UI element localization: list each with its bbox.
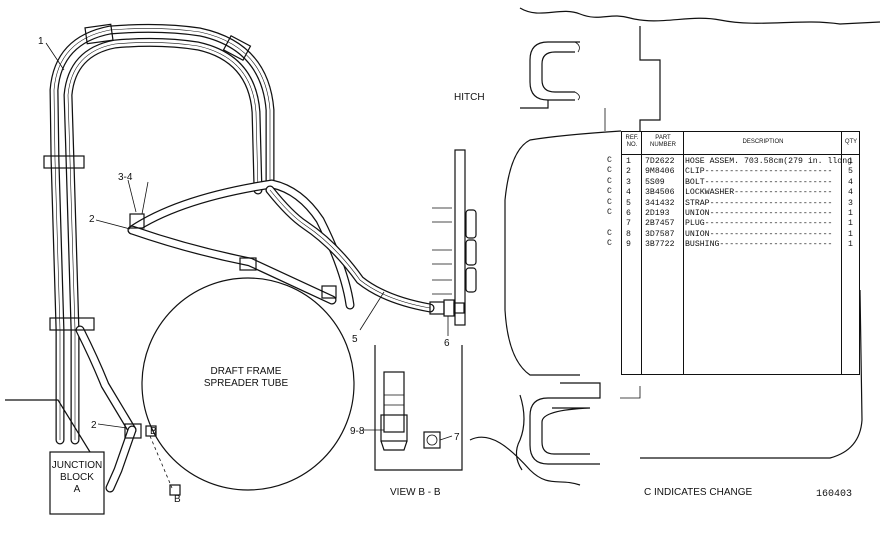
hose-clips: [43, 23, 337, 331]
qty-cell: 1: [848, 219, 853, 229]
junction-fitting: [105, 423, 181, 496]
change-mark: C: [607, 187, 612, 197]
callout-5: 5: [352, 334, 358, 345]
col-divider-part: [683, 132, 684, 374]
hose-assembly: [49, 23, 435, 445]
description-cell: STRAP-------------------------: [685, 198, 833, 208]
description-cell: UNION-------------------------: [685, 209, 833, 218]
description-cell: CLIP--------------------------: [685, 167, 833, 177]
qty-cell: 1: [848, 240, 853, 250]
ref-cell: 5: [626, 198, 631, 208]
table-row: 7 2B7457 PLUG-------------------------- 1: [622, 219, 859, 229]
callout-9-8: 9-8: [350, 426, 365, 437]
part-number-cell: 341432: [645, 198, 675, 208]
table-row: 1 7D2622 HOSE ASSEM. 703.58cm(279 in. llon…: [622, 157, 859, 167]
col-divider-desc: [841, 132, 842, 374]
change-mark: C: [607, 208, 612, 217]
junction-label-line3: A: [74, 484, 81, 495]
change-mark: C: [607, 239, 612, 249]
qty-cell: 1: [848, 209, 853, 218]
section-mark-lower: B: [174, 494, 181, 505]
part-number-cell: 7D2622: [645, 157, 675, 166]
part-number-cell: 2B7457: [645, 219, 675, 229]
ref-cell: 1: [626, 157, 631, 166]
view-b-b-detail: [374, 345, 463, 471]
callout-leaders: [45, 42, 453, 441]
table-header: REF. NO. PART NUMBER DESCRIPTION QTY: [622, 132, 859, 155]
mounting-bracket-plate: [432, 149, 477, 326]
junction-leader: [5, 399, 91, 453]
table-row: 5 341432 STRAP------------------------- 3: [622, 199, 859, 209]
part-number-cell: 3D7587: [645, 229, 675, 239]
hitch-label: HITCH: [454, 92, 485, 103]
ref-cell: 4: [626, 188, 631, 198]
union-fitting: [429, 299, 465, 317]
part-number-cell: 2D193: [645, 209, 670, 218]
ref-cell: 7: [626, 219, 631, 229]
change-mark: C: [607, 197, 612, 207]
spreader-label-line1: DRAFT FRAME: [211, 366, 282, 377]
change-mark: C: [607, 156, 612, 165]
change-mark: C: [607, 228, 612, 238]
qty-cell: 5: [848, 167, 853, 177]
ref-cell: 9: [626, 240, 631, 250]
description-cell: PLUG--------------------------: [685, 219, 833, 229]
description-cell: HOSE ASSEM. 703.58cm(279 in. llong: [685, 157, 853, 166]
table-row: 8 3D7587 UNION------------------------- 1: [622, 230, 859, 240]
change-mark: C: [607, 176, 612, 186]
junction-block: [49, 451, 105, 515]
part-number-cell: 3B7722: [645, 240, 675, 250]
qty-cell: 4: [848, 177, 853, 187]
change-mark: C: [607, 166, 612, 176]
callout-7: 7: [454, 432, 460, 443]
description-cell: BOLT--------------------------: [685, 177, 833, 187]
table-row: 4 3B4506 LOCKWASHER-------------------- 4: [622, 188, 859, 198]
description-cell: LOCKWASHER--------------------: [685, 188, 833, 198]
qty-cell: 3: [848, 198, 853, 208]
header-qty: QTY: [844, 139, 858, 145]
table-row: 6 2D193 UNION------------------------- 1: [622, 209, 859, 219]
callout-3-4: 3-4: [118, 172, 133, 183]
qty-cell: 1: [848, 157, 853, 166]
ref-cell: 2: [626, 167, 631, 177]
description-cell: BUSHING-----------------------: [685, 240, 833, 250]
callout-2-lower: 2: [91, 420, 97, 431]
ref-cell: 8: [626, 229, 631, 239]
qty-cell: 1: [848, 229, 853, 239]
part-number-cell: 9M8406: [645, 167, 675, 177]
header-part-number: PART NUMBER: [649, 135, 676, 148]
change-note: C INDICATES CHANGE: [644, 487, 752, 498]
part-number-cell: 5S09: [645, 177, 665, 187]
table-row: 3 5S09 BOLT-------------------------- 4: [622, 178, 859, 188]
callout-1: 1: [38, 36, 44, 47]
table-row: 2 9M8406 CLIP-------------------------- 5: [622, 167, 859, 177]
junction-label-line1: JUNCTION: [52, 460, 103, 471]
callout-2-upper: 2: [89, 214, 95, 225]
drawing-number: 160403: [816, 489, 852, 500]
table-row: 9 3B7722 BUSHING----------------------- 1: [622, 240, 859, 250]
header-ref: REF. NO.: [625, 135, 639, 148]
junction-label-line2: BLOCK: [60, 472, 94, 483]
section-mark-upper: B: [150, 426, 157, 437]
qty-cell: 4: [848, 188, 853, 198]
callout-6: 6: [444, 338, 450, 349]
spreader-tube: [141, 277, 355, 491]
header-description: DESCRIPTION: [742, 139, 784, 145]
view-label: VIEW B - B: [390, 487, 441, 498]
spreader-label-line2: SPREADER TUBE: [204, 378, 289, 389]
part-number-cell: 3B4506: [645, 188, 675, 198]
hitch-frame-outline: [469, 7, 881, 486]
col-divider-ref: [641, 132, 642, 374]
description-cell: UNION-------------------------: [685, 229, 833, 239]
ref-cell: 6: [626, 209, 631, 218]
ref-cell: 3: [626, 177, 631, 187]
